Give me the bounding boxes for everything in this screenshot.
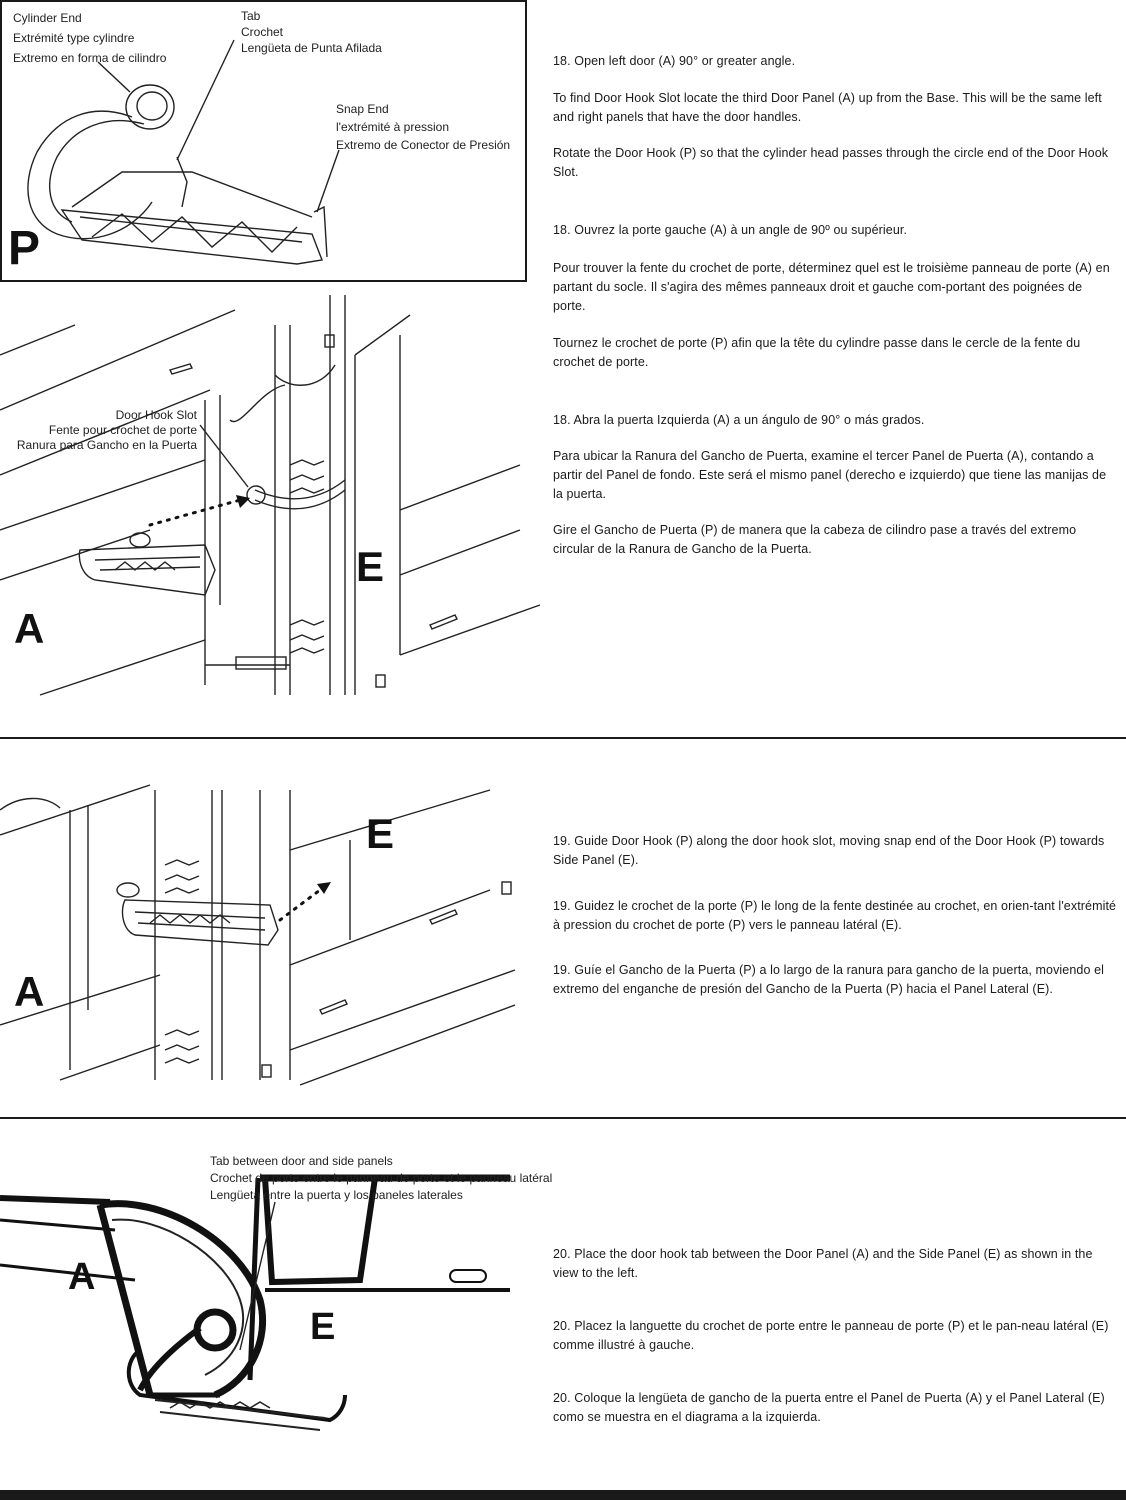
hook-slide-illustration	[0, 784, 516, 1086]
door-hook-slot-label: Door Hook Slot Fente pour crochet de por…	[17, 408, 197, 453]
page-bottom-rule	[0, 1490, 1126, 1500]
door-side-tab-label-es: Lengüeta entre la puerta y los paneles l…	[210, 1188, 463, 1202]
panel-letter-a-19: A	[14, 968, 45, 1015]
step-19-en: 19. Guide Door Hook (P) along the door h…	[553, 834, 1105, 867]
step-20-es: 20. Coloque la lengüeta de gancho de la …	[553, 1391, 1105, 1424]
step-18-es-3: Gire el Gancho de Puerta (P) de manera q…	[553, 523, 1077, 556]
snap-end-label-fr: l'extrémité à pression	[336, 120, 450, 134]
step-18-figure: Door Hook Slot Fente pour crochet de por…	[0, 295, 541, 700]
door-side-tab-label-fr: Crochet de porte entre le panneau de por…	[210, 1171, 553, 1185]
section-divider-1	[0, 737, 1126, 739]
door-side-tab-label: Tab between door and side panels Crochet…	[210, 1153, 552, 1204]
cylinder-end-label: Cylinder End Extrémité type cylindre Ext…	[13, 10, 166, 67]
door-hook-slot-label-es: Ranura para Gancho en la Puerta	[16, 438, 197, 452]
part-letter-p: P	[8, 222, 41, 275]
step-19-figure: A E	[0, 780, 530, 1086]
step-18-fr-1: 18. Ouvrez la porte gauche (A) à un angl…	[553, 223, 908, 237]
step-18-fr-2: Pour trouver la fente du crochet de port…	[553, 261, 1110, 313]
step-18-instructions: 18. Open left door (A) 90° or greater an…	[553, 52, 1118, 559]
snap-end-label-en: Snap End	[336, 102, 389, 116]
panel-letter-e-19: E	[366, 810, 395, 857]
step-20-instructions: 20. Place the door hook tab between the …	[553, 1245, 1118, 1427]
door-hook-slot-illustration	[0, 295, 541, 696]
tab-label: Tab Crochet Lengüeta de Punta Afilada	[241, 8, 382, 56]
step-19-fr: 19. Guidez le crochet de la porte (P) le…	[553, 899, 1117, 932]
panel-letter-a-20: A	[68, 1256, 96, 1298]
cylinder-end-label-es: Extremo en forma de cilindro	[13, 51, 167, 65]
step-20-figure: Tab between door and side panels Crochet…	[0, 1150, 600, 1450]
step-18-fr-3: Tournez le crochet de porte (P) afin que…	[553, 336, 1081, 369]
tab-label-fr: Crochet	[241, 25, 284, 39]
cylinder-end-label-en: Cylinder End	[13, 11, 82, 25]
step-19-es: 19. Guíe el Gancho de la Puerta (P) a lo…	[553, 963, 1105, 996]
door-hook-slot-label-en: Door Hook Slot	[115, 408, 197, 422]
hook-detail-figure: Cylinder End Extrémité type cylindre Ext…	[0, 0, 527, 282]
door-hook-illustration	[27, 39, 340, 265]
snap-end-label-es: Extremo de Conector de Presión	[336, 138, 511, 152]
step-18-en-3: Rotate the Door Hook (P) so that the cyl…	[553, 146, 1109, 179]
tab-label-es: Lengüeta de Punta Afilada	[241, 41, 382, 55]
panel-letter-a: A	[14, 605, 45, 652]
tab-placement-illustration	[0, 1174, 510, 1431]
door-side-tab-label-en: Tab between door and side panels	[210, 1154, 393, 1168]
snap-end-label: Snap End l'extrémité à pression Extremo …	[336, 100, 510, 154]
step-20-en: 20. Place the door hook tab between the …	[553, 1247, 1093, 1280]
cylinder-end-label-fr: Extrémité type cylindre	[13, 31, 135, 45]
step-18-es-2: Para ubicar la Ranura del Gancho de Puer…	[553, 449, 1107, 501]
step-18-es-1: 18. Abra la puerta Izquierda (A) a un án…	[553, 413, 925, 427]
step-18-en-2: To find Door Hook Slot locate the third …	[553, 91, 1102, 124]
panel-letter-e: E	[356, 543, 385, 590]
step-18-en-1: 18. Open left door (A) 90° or greater an…	[553, 54, 796, 68]
panel-letter-e-20: E	[310, 1306, 336, 1348]
step-19-instructions: 19. Guide Door Hook (P) along the door h…	[553, 832, 1118, 999]
step-20-fr: 20. Placez la languette du crochet de po…	[553, 1319, 1109, 1352]
door-hook-slot-label-fr: Fente pour crochet de porte	[48, 423, 197, 437]
tab-label-en: Tab	[241, 9, 261, 23]
section-divider-2	[0, 1117, 1126, 1119]
